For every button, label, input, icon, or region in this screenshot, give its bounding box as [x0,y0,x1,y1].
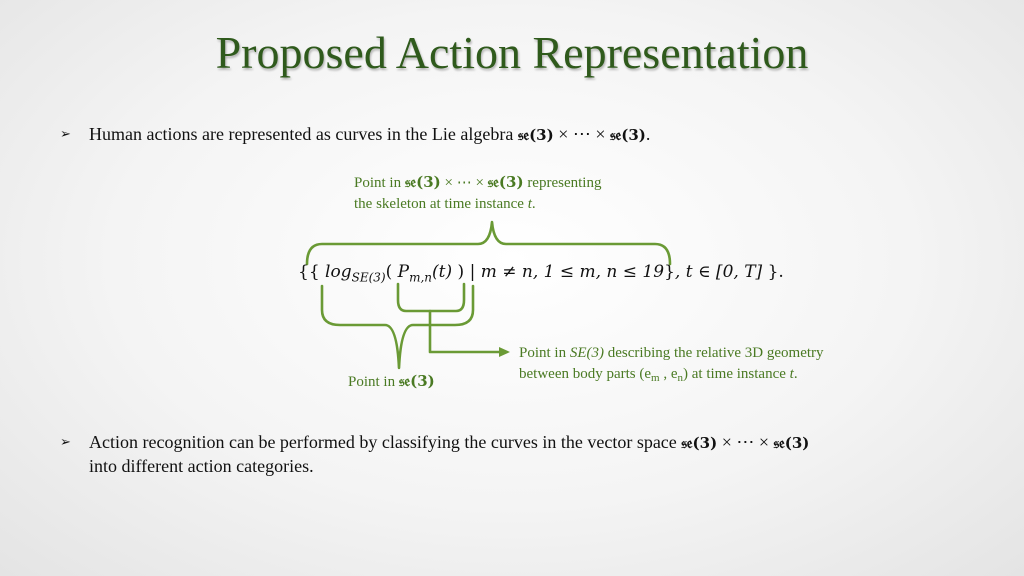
annotation-skeleton-point: Point in 𝔰𝔢(3) × ⋯ × 𝔰𝔢(3) representing … [354,173,602,212]
arrow-bullet-icon: ➢ [60,435,71,450]
bullet-1-text: Human actions are represented as curves … [89,124,651,144]
bullet-2-text: Action recognition can be performed by c… [89,432,810,476]
annotation-se3-point: Point in SE(3) describing the relative 3… [519,345,824,384]
slide-title: Proposed Action Representation [215,27,809,78]
top-curly-brace [305,220,672,266]
arrow-bullet-icon: ➢ [60,127,71,142]
annotation-algebra-point: Point in 𝔰𝔢(3) [348,372,435,390]
action-formula: {{ logSE(3)( Pm,n(t) ) | m ≠ n, 1 ≤ m, n… [298,262,784,285]
left-curly-brace [320,284,475,370]
arrow-head-icon [499,347,510,357]
connector-line [428,309,502,354]
inner-bracket [396,282,466,313]
